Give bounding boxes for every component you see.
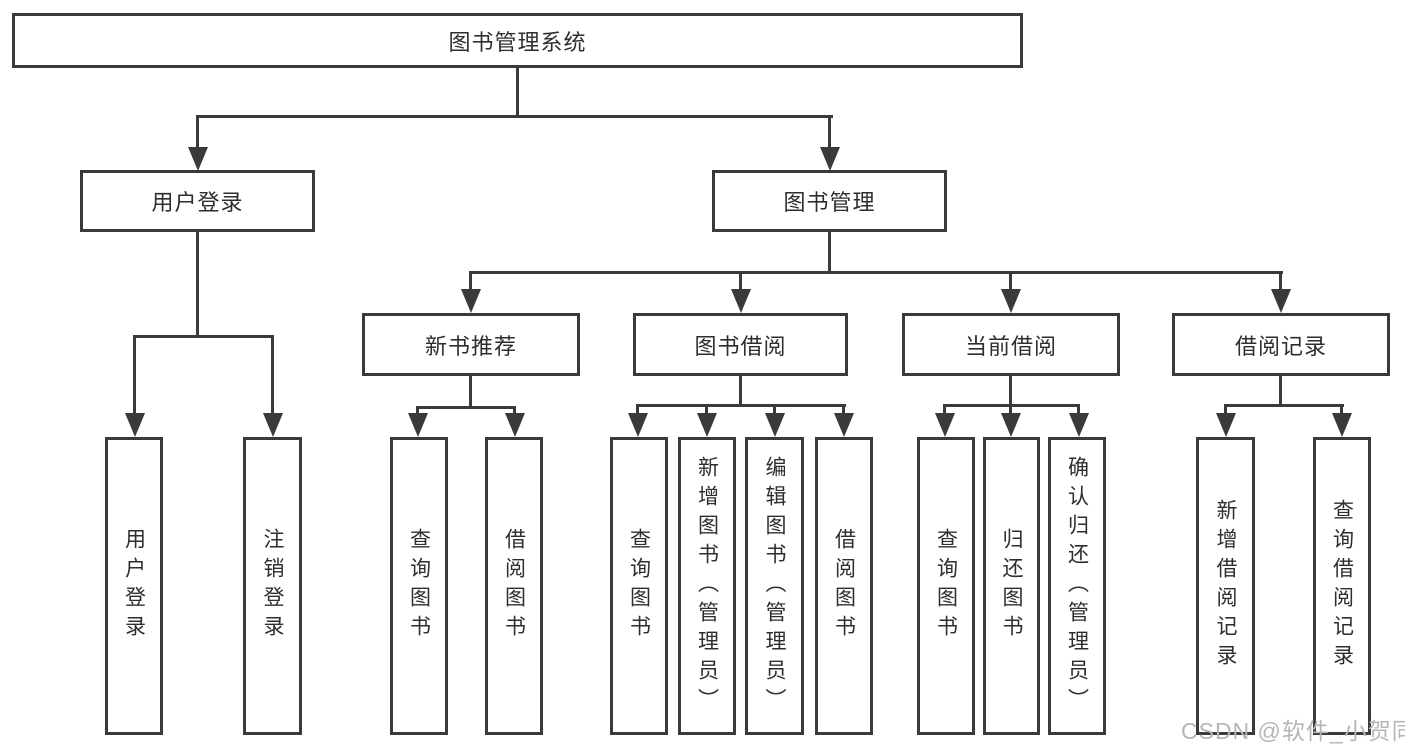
connector-borrow-records-rail	[1224, 404, 1344, 407]
leaf-add-books-admin: 新增图书（管理员）	[678, 437, 736, 735]
node-current-borrowing: 当前借阅	[902, 313, 1120, 376]
connector-root-drop	[516, 68, 519, 118]
leaf-logout: 注销登录	[243, 437, 302, 735]
connector-new-books-rail	[416, 406, 516, 409]
node-borrowing-records: 借阅记录	[1172, 313, 1390, 376]
arrowhead-icon	[935, 413, 955, 437]
connector-user-login-drop	[196, 232, 199, 337]
leaf-user-login: 用户登录	[105, 437, 163, 735]
connector-stem-current-borrow	[1009, 271, 1012, 293]
arrowhead-icon	[1216, 413, 1236, 437]
connector-current-borrow-drop	[1009, 376, 1012, 407]
arrowhead-icon	[628, 413, 648, 437]
node-user-login: 用户登录	[80, 170, 315, 232]
connector-stem-leaf	[271, 335, 274, 415]
leaf-edit-books-admin: 编辑图书（管理员）	[745, 437, 804, 735]
connector-book-management-drop	[828, 232, 831, 274]
arrowhead-icon	[1001, 289, 1021, 313]
connector-stem-leaf	[1224, 404, 1227, 415]
connector-stem-leaf	[1340, 404, 1343, 415]
arrowhead-icon	[820, 147, 840, 171]
connector-stem-leaf	[636, 404, 639, 415]
connector-stem-leaf	[705, 404, 708, 415]
connector-stem-leaf	[133, 335, 136, 415]
node-book-borrowing: 图书借阅	[633, 313, 848, 376]
node-book-management: 图书管理	[712, 170, 947, 232]
arrowhead-icon	[263, 413, 283, 437]
connector-new-books-drop	[469, 376, 472, 409]
node-new-book-recommendation: 新书推荐	[362, 313, 580, 376]
connector-stem-borrow-records	[1279, 271, 1282, 293]
connector-borrow-records-drop	[1279, 376, 1282, 407]
arrowhead-icon	[505, 413, 525, 437]
leaf-borrow-books: 借阅图书	[815, 437, 873, 735]
connector-stem-leaf	[842, 404, 845, 415]
connector-stem-book-management	[828, 115, 831, 150]
arrowhead-icon	[188, 147, 208, 171]
leaf-query-books-current: 查询图书	[917, 437, 975, 735]
connector-stem-new-books	[469, 271, 472, 293]
connector-stem-leaf	[773, 404, 776, 415]
leaf-return-books: 归还图书	[983, 437, 1040, 735]
arrowhead-icon	[765, 413, 785, 437]
leaf-borrow-books-recommend: 借阅图书	[485, 437, 543, 735]
arrowhead-icon	[1001, 413, 1021, 437]
connector-book-management-rail	[469, 271, 1283, 274]
connector-stem-leaf	[1077, 404, 1080, 415]
arrowhead-icon	[461, 289, 481, 313]
arrowhead-icon	[834, 413, 854, 437]
leaf-query-books-recommend: 查询图书	[390, 437, 448, 735]
arrowhead-icon	[1271, 289, 1291, 313]
connector-stem-leaf	[1009, 404, 1012, 415]
connector-root-rail	[196, 115, 833, 118]
connector-stem-book-borrow	[739, 271, 742, 293]
connector-user-login-rail	[133, 335, 274, 338]
arrowhead-icon	[125, 413, 145, 437]
connector-stem-leaf	[943, 404, 946, 415]
connector-stem-user-login	[196, 115, 199, 150]
csdn-watermark: CSDN @软件_小贺同学	[1181, 718, 1405, 744]
arrowhead-icon	[1069, 413, 1089, 437]
connector-book-borrow-drop	[739, 376, 742, 407]
connector-stem-leaf	[416, 406, 419, 416]
leaf-add-borrow-record: 新增借阅记录	[1196, 437, 1255, 735]
arrowhead-icon	[731, 289, 751, 313]
arrowhead-icon	[697, 413, 717, 437]
leaf-query-borrow-record: 查询借阅记录	[1313, 437, 1371, 735]
node-library-management-system: 图书管理系统	[12, 13, 1023, 68]
arrowhead-icon	[1332, 413, 1352, 437]
arrowhead-icon	[408, 413, 428, 437]
leaf-confirm-return-admin: 确认归还（管理员）	[1048, 437, 1106, 735]
leaf-query-books-borrowing: 查询图书	[610, 437, 668, 735]
connector-stem-leaf	[513, 406, 516, 416]
connector-book-borrow-rail	[636, 404, 846, 407]
